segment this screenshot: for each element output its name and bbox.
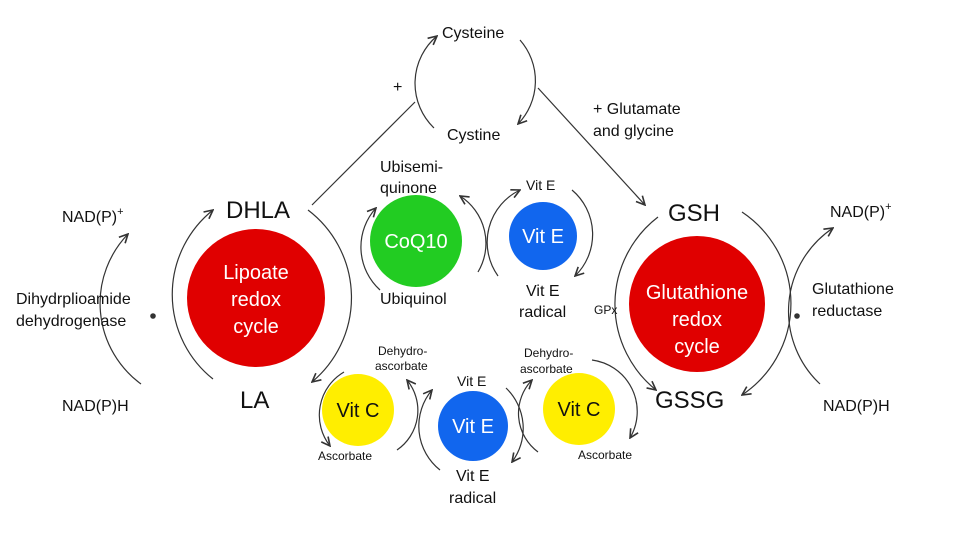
vit-c-left-dehydro-line2: ascorbate <box>375 359 428 373</box>
dhla-label: DHLA <box>226 197 290 224</box>
plus-sign: + <box>393 79 402 96</box>
vit-c-right-dehydro-line2: ascorbate <box>520 362 573 376</box>
left-enzyme-line2: dehydrogenase <box>16 313 126 330</box>
cysteine-label: Cysteine <box>442 25 504 42</box>
coq10-arc-left <box>360 208 381 291</box>
lipoate-redox-cycle: Lipoate redox cycle DHLA LA <box>171 197 353 414</box>
cysteine-to-gsh-arrow <box>537 87 645 205</box>
vit-e-bottom-circle <box>438 391 508 461</box>
vit-c-left-ascorbate: Ascorbate <box>318 449 372 463</box>
glutathione-text-line1: Glutathione <box>646 282 748 304</box>
gpx-label: GPx <box>594 303 617 317</box>
vit-e-bottom-label: Vit E <box>457 373 486 389</box>
vit-e-top-radical-line2: radical <box>519 304 566 321</box>
vit-e-bottom-radical-line1: Vit E <box>456 468 490 485</box>
vit-e-top-text: Vit E <box>522 226 564 248</box>
vit-c-left-arc-left <box>318 371 345 446</box>
coq10-arc-right <box>460 196 487 273</box>
glutathione-arc-right <box>742 211 792 395</box>
vit-e-top-cycle: Vit E Vit E Vit E radical <box>486 177 594 321</box>
vit-e-top-radical-line1: Vit E <box>526 283 560 300</box>
glutathione-text-line3: cycle <box>674 336 720 358</box>
vit-e-bottom-radical-line2: radical <box>449 490 496 507</box>
vit-c-left-text: Vit C <box>337 400 380 422</box>
glutathione-text-line2: redox <box>672 309 722 331</box>
gsh-label: GSH <box>668 200 720 227</box>
coq10-cycle: CoQ10 Ubisemi- quinone Ubiquinol <box>360 159 487 308</box>
cycle-arc-right <box>518 39 536 124</box>
left-enzyme-line1: Dihydrplioamide <box>16 291 131 308</box>
vit-c-right-arc-right <box>591 359 637 438</box>
vit-c-right-arc-left <box>517 380 539 453</box>
right-enzyme-arc <box>787 228 833 385</box>
vit-c-left-cycle: Vit C Dehydro- ascorbate Ascorbate <box>318 344 428 463</box>
gssg-label: GSSG <box>655 387 724 414</box>
left-enzyme-dot <box>150 313 156 319</box>
vit-c-right-cycle: Vit C Dehydro- ascorbate Ascorbate <box>517 346 637 462</box>
cycle-arc-left <box>414 36 437 129</box>
vit-c-left-circle <box>322 374 394 446</box>
glutamate-label-line1: + Glutamate <box>593 101 681 118</box>
glutathione-arc-left <box>614 216 659 390</box>
right-nadph: NAD(P)H <box>823 398 890 415</box>
left-nadp-plus: NAD(P)+ <box>62 206 124 226</box>
coq10-text: CoQ10 <box>384 231 447 253</box>
vit-e-bottom-text: Vit E <box>452 416 494 438</box>
vit-e-top-label: Vit E <box>526 177 555 193</box>
glutathione-circle <box>629 236 765 372</box>
right-enzyme-line2: reductase <box>812 303 882 320</box>
ubisemiquinone-line1: Ubisemi- <box>380 159 443 176</box>
lipoate-text-line2: redox <box>231 289 281 311</box>
vit-e-bottom-cycle: Vit E Vit E Vit E radical <box>418 373 524 507</box>
cysteine-cystine-cycle: Cysteine Cystine + + Glutamate and glyci… <box>311 25 681 206</box>
glutamate-label-line2: and glycine <box>593 123 674 140</box>
dhla-to-cystine-line <box>311 101 416 206</box>
vit-e-bottom-arc-right <box>505 387 524 462</box>
la-label: LA <box>240 387 269 414</box>
ubiquinol-label: Ubiquinol <box>380 291 447 308</box>
vit-e-bottom-arc-left <box>418 390 441 471</box>
left-nadph: NAD(P)H <box>62 398 129 415</box>
vit-e-top-circle <box>509 202 577 270</box>
right-enzyme-dot <box>794 313 800 319</box>
vit-c-right-circle <box>543 373 615 445</box>
vit-c-right-text: Vit C <box>558 399 601 421</box>
lipoate-arc-left <box>171 210 213 380</box>
cystine-label: Cystine <box>447 127 500 144</box>
ubisemiquinone-line2: quinone <box>380 180 437 197</box>
vit-e-top-arc-left <box>486 190 520 277</box>
glutathione-redox-cycle: Glutathione redox cycle GSH GSSG GPx <box>594 200 792 414</box>
left-enzyme-cycle: NAD(P)+ NAD(P)H Dihydrplioamide dehydrog… <box>16 206 156 415</box>
coq10-circle <box>370 195 462 287</box>
lipoate-circle <box>187 229 325 367</box>
right-enzyme-cycle: NAD(P)+ NAD(P)H Glutathione reductase <box>787 201 894 415</box>
vit-c-left-arc-right <box>396 380 419 451</box>
lipoate-arc-right <box>307 209 353 382</box>
vit-c-right-ascorbate: Ascorbate <box>578 448 632 462</box>
lipoate-text-line1: Lipoate <box>223 262 289 284</box>
vit-c-left-dehydro-line1: Dehydro- <box>378 344 427 358</box>
lipoate-text-line3: cycle <box>233 316 279 338</box>
left-enzyme-arc <box>99 234 142 385</box>
right-enzyme-line1: Glutathione <box>812 281 894 298</box>
vit-e-top-arc-right <box>571 189 594 276</box>
right-nadp-plus: NAD(P)+ <box>830 201 892 221</box>
vit-c-right-dehydro-line1: Dehydro- <box>524 346 573 360</box>
